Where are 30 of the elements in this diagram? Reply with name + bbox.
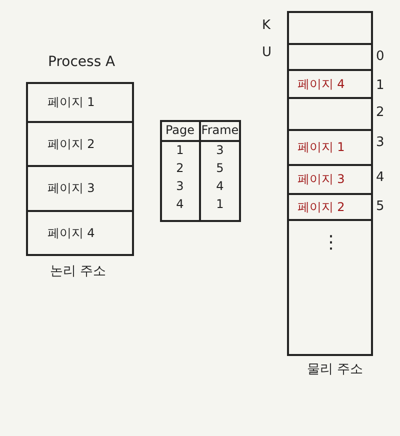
frame-number: 5 (376, 199, 384, 214)
table-cell-text: 1 (175, 143, 185, 157)
frame-number: 1 (376, 78, 384, 93)
page-label: 페이지 1 (297, 139, 346, 156)
frame-number: 2 (376, 105, 384, 120)
table-cell-text: 2 (175, 161, 185, 175)
page-label: 페이지 1 (47, 94, 96, 111)
frame-number: 3 (376, 135, 384, 150)
memory-caption: 물리 주소 (307, 361, 364, 378)
frame-number: 0 (376, 49, 384, 64)
page-label: 페이지 3 (297, 171, 346, 188)
table-cell: Frame (201, 123, 239, 137)
page-label: 페이지 2 (297, 198, 346, 216)
ellipsis: ⋮ (322, 232, 340, 253)
side-label: K (262, 18, 271, 33)
page-label: 페이지 4 (47, 224, 96, 242)
table-cell-text: 3 (215, 143, 225, 157)
table-cell-text: 3 (175, 179, 185, 193)
table-cell-text: 5 (215, 161, 225, 175)
memory-caption: 논리 주소 (50, 263, 106, 280)
side-label: U (262, 45, 272, 60)
page-label: 페이지 3 (47, 180, 96, 197)
page-label: 페이지 4 (297, 76, 346, 92)
table-cell-text: 1 (215, 197, 225, 211)
frame-number: 4 (376, 170, 384, 185)
table-cell-text: Page (164, 123, 196, 137)
table-cell-text: 4 (215, 179, 225, 193)
page-label: 페이지 2 (47, 136, 96, 152)
process-heading: Process A (48, 54, 116, 70)
table-cell-text: 4 (175, 197, 185, 211)
